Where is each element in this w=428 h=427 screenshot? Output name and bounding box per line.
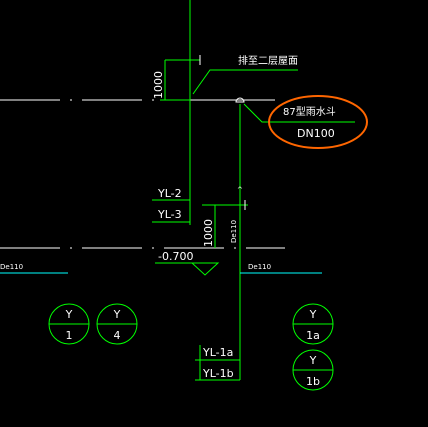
markup-circle bbox=[268, 95, 368, 149]
drain-note-leader bbox=[192, 69, 298, 95]
roof-drain-symbol bbox=[235, 97, 245, 103]
axis-bubble-y1a: Y 1a bbox=[292, 303, 334, 345]
de-right-text: De110 bbox=[248, 263, 271, 271]
level-text: -0.700 bbox=[158, 250, 193, 263]
drain-leader bbox=[243, 103, 355, 123]
pipe-label-yl1a: YL-1a bbox=[202, 346, 233, 359]
de-left-text: De110 bbox=[0, 263, 23, 271]
de-vertical-text: De110 bbox=[230, 220, 238, 243]
svg-text:Y: Y bbox=[113, 308, 121, 321]
axis-bubble-y4: Y 4 bbox=[96, 303, 138, 345]
flow-arrow: ^ bbox=[237, 186, 243, 194]
svg-text:Y: Y bbox=[309, 354, 317, 367]
svg-text:1b: 1b bbox=[306, 375, 320, 388]
svg-text:1: 1 bbox=[66, 329, 73, 342]
svg-text:1a: 1a bbox=[306, 329, 320, 342]
svg-text:Y: Y bbox=[309, 308, 317, 321]
pipe-label-yl2: YL-2 bbox=[157, 187, 182, 200]
axis-bubble-y1b: Y 1b bbox=[292, 349, 334, 391]
axis-bubble-y1: Y 1 bbox=[48, 303, 90, 345]
pipe-label-yl3: YL-3 bbox=[157, 208, 182, 221]
drain-note-text: 排至二层屋面 bbox=[238, 54, 298, 67]
dim-upper-text: 1000 bbox=[152, 71, 165, 99]
drain-type-text: 87型雨水斗 bbox=[283, 105, 336, 118]
svg-text:Y: Y bbox=[65, 308, 73, 321]
svg-text:4: 4 bbox=[114, 329, 121, 342]
drain-size-text: DN100 bbox=[297, 127, 335, 140]
dim-lower-text: 1000 bbox=[202, 219, 215, 247]
pipe-label-yl1b: YL-1b bbox=[202, 367, 234, 380]
level-symbol bbox=[190, 262, 220, 276]
